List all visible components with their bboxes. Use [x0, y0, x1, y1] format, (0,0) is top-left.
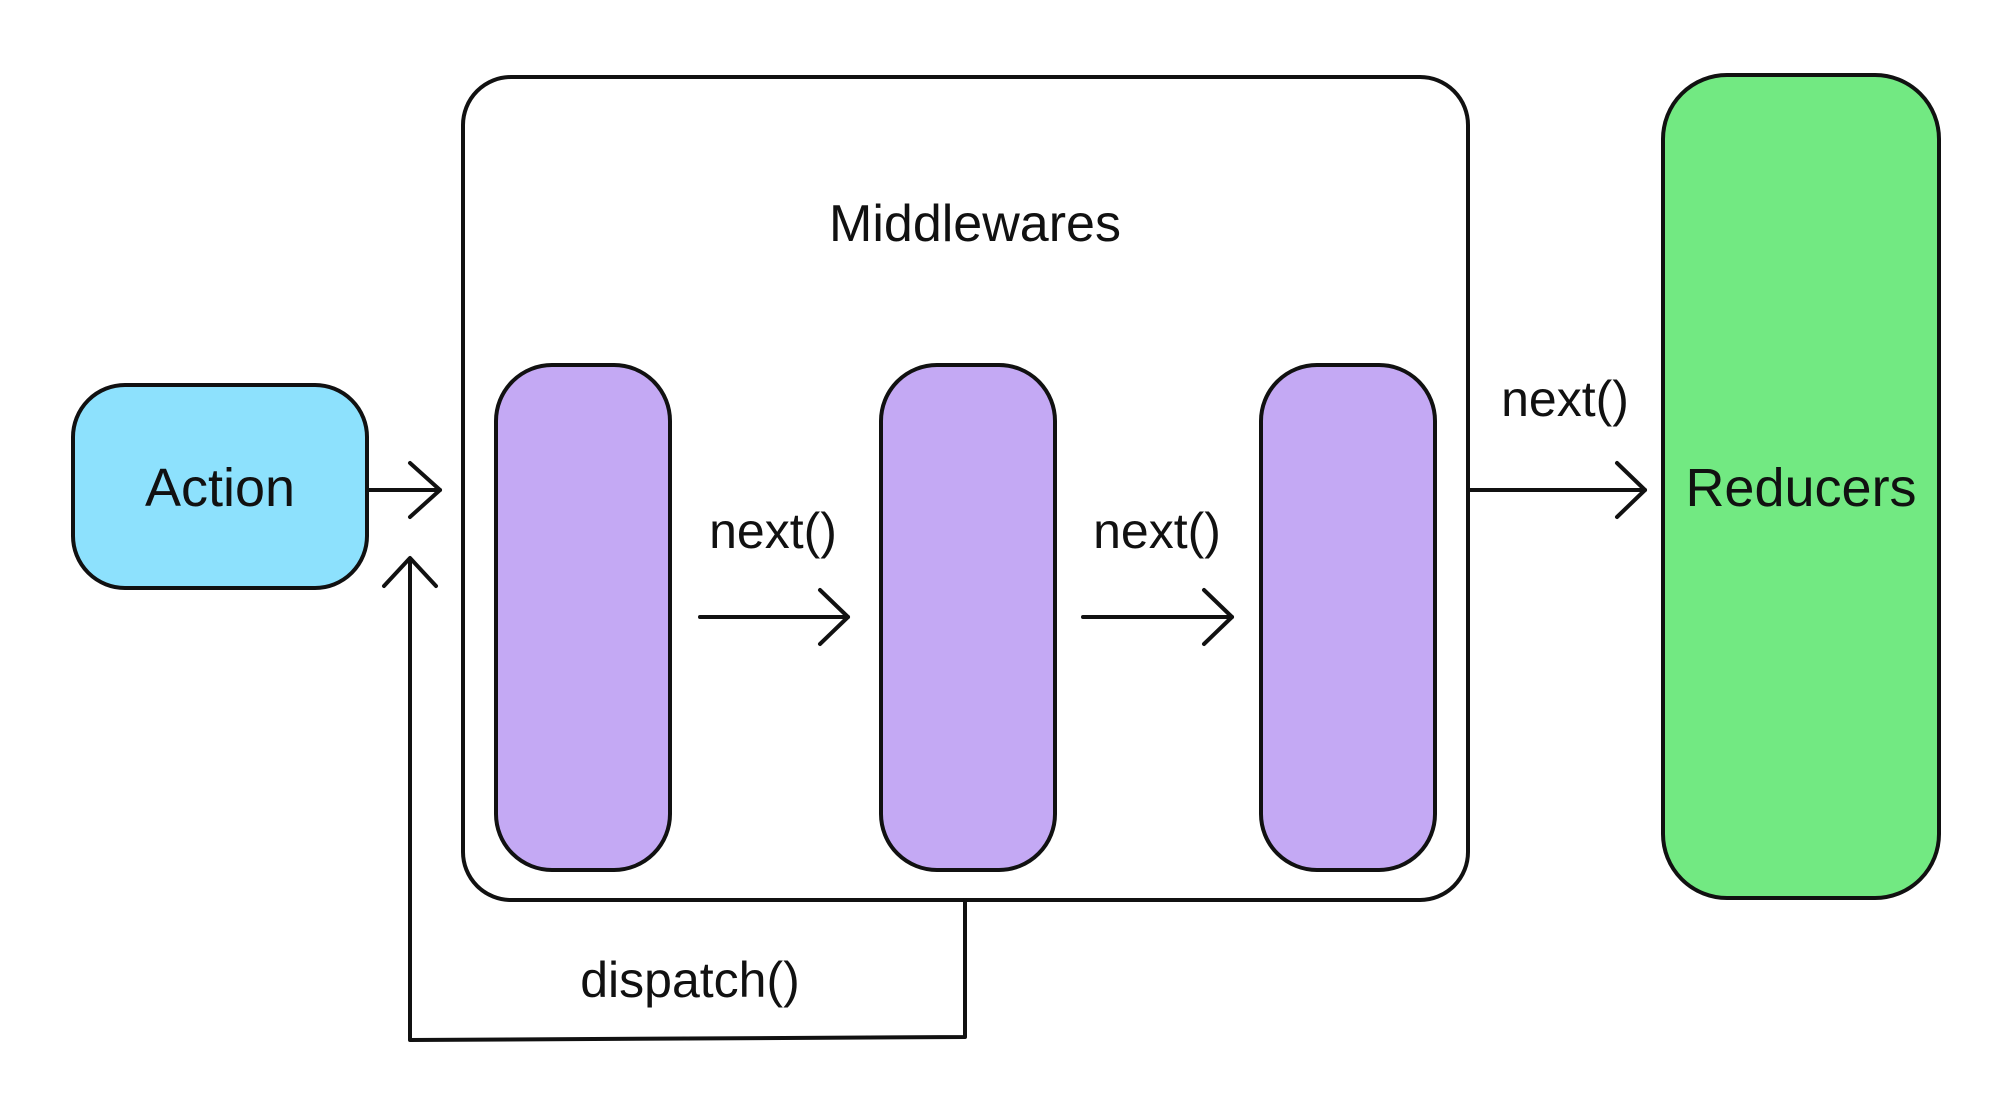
reducers-label: Reducers [1685, 458, 1916, 518]
action-node [71, 383, 369, 590]
arrow-next-2 [1081, 588, 1234, 646]
dispatch-label: dispatch() [580, 952, 800, 1008]
arrow-next-1 [698, 588, 850, 646]
arrow-dispatch-loop [382, 556, 967, 1042]
middlewares-title: Middlewares [829, 195, 1121, 253]
middleware-block-2 [879, 363, 1057, 872]
reducers-node [1661, 73, 1941, 900]
next-label-2: next() [1093, 503, 1221, 559]
next-label-1: next() [709, 503, 837, 559]
middleware-block-1 [494, 363, 672, 872]
next-label-3: next() [1501, 371, 1629, 427]
arrow-action-to-middlewares [365, 461, 442, 519]
action-label: Action [145, 458, 295, 518]
middleware-block-3 [1259, 363, 1437, 872]
arrow-next-to-reducers [1466, 461, 1647, 519]
